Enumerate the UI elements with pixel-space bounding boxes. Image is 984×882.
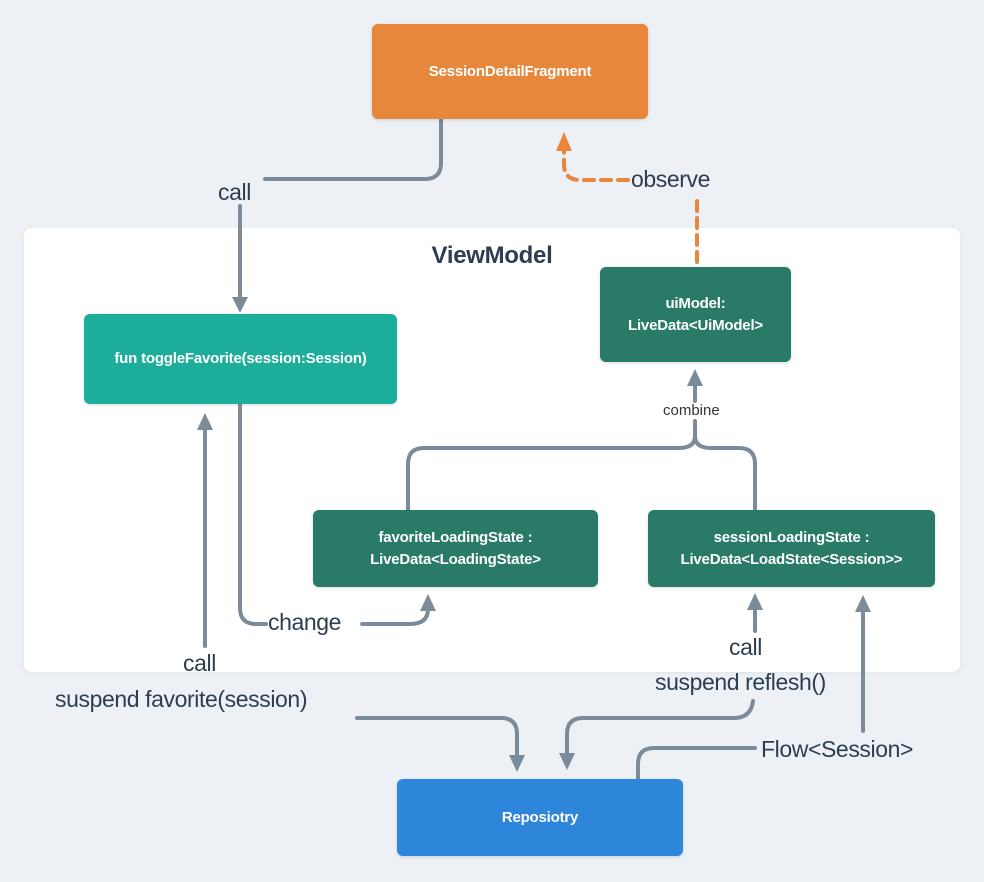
edge-observe-arrowhead bbox=[556, 132, 572, 151]
edge-observe-to-fragment-dashed bbox=[562, 147, 630, 182]
node-ui-model-line1: uiModel: bbox=[665, 294, 726, 312]
node-ui-model-livedata: uiModel: LiveData<UiModel> bbox=[600, 267, 791, 362]
node-favorite-loading-state-line1: favoriteLoadingState : bbox=[378, 528, 533, 546]
edge-flow-from-repo-line bbox=[636, 746, 757, 780]
node-session-detail-fragment: SessionDetailFragment bbox=[372, 24, 648, 119]
viewmodel-panel-title: ViewModel bbox=[431, 242, 553, 269]
node-session-loading-state-line1: sessionLoadingState : bbox=[713, 528, 870, 546]
node-favorite-loading-state: favoriteLoadingState : LiveData<LoadingS… bbox=[313, 510, 598, 587]
node-session-detail-fragment-label: SessionDetailFragment bbox=[428, 62, 592, 80]
edge-label-suspend-reflesh: suspend reflesh() bbox=[655, 669, 826, 695]
edge-reflesh-to-repo-arrowhead bbox=[559, 753, 575, 770]
node-session-loading-state: sessionLoadingState : LiveData<LoadState… bbox=[648, 510, 935, 587]
edge-suspend-favorite-to-repo-arrowhead bbox=[509, 755, 525, 772]
edge-label-flow-session: Flow<Session> bbox=[761, 736, 914, 762]
viewmodel-panel bbox=[24, 228, 960, 672]
edge-label-call-bottom-left: call bbox=[183, 650, 216, 676]
node-ui-model-line2: LiveData<UiModel> bbox=[628, 316, 763, 334]
node-repository: Reposiotry bbox=[397, 779, 683, 856]
edge-label-observe: observe bbox=[631, 166, 711, 192]
edge-label-combine: combine bbox=[663, 402, 720, 419]
edge-label-suspend-favorite: suspend favorite(session) bbox=[55, 686, 308, 712]
edge-label-call-bottom-right: call bbox=[729, 634, 762, 660]
edge-label-change: change bbox=[268, 609, 342, 635]
edge-reflesh-to-repo-line bbox=[565, 699, 755, 757]
edge-label-call-top: call bbox=[218, 179, 251, 205]
edge-suspend-favorite-to-repo-line bbox=[355, 716, 519, 759]
node-repository-label: Reposiotry bbox=[501, 808, 579, 826]
edge-fragment-to-call-line bbox=[263, 117, 443, 181]
node-toggle-favorite-function: fun toggleFavorite(session:Session) bbox=[84, 314, 397, 404]
node-favorite-loading-state-line2: LiveData<LoadingState> bbox=[370, 550, 541, 568]
node-session-loading-state-line2: LiveData<LoadState<Session>> bbox=[680, 550, 903, 568]
node-toggle-favorite-function-label: fun toggleFavorite(session:Session) bbox=[114, 350, 367, 367]
